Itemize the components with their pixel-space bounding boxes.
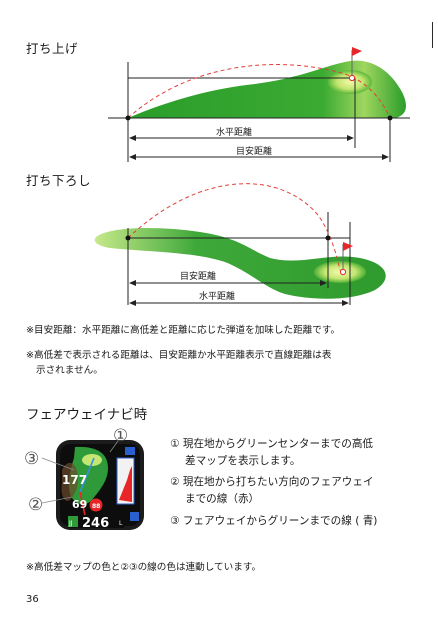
uphill-landing-point (387, 115, 393, 121)
device-blue-line (79, 457, 95, 493)
arrowhead-icon (342, 300, 349, 306)
fairway-navi-heading: フェアウェイナビ時 (26, 407, 148, 423)
marker-1: ① (113, 426, 128, 446)
uphill-guide-label: 目安距離 (236, 147, 273, 157)
caption-1-cont: 差マップを表示します。 (185, 455, 301, 467)
marker-3: ③ (24, 449, 39, 469)
note-elevation-display-cont: 示されません。 (36, 365, 103, 376)
flag-icon (343, 242, 353, 251)
uphill-trajectory (127, 64, 391, 119)
uphill-target-point (348, 74, 356, 82)
marker-leader-line (41, 496, 73, 504)
device-badge: 88 (92, 503, 100, 510)
device-badge-circle (89, 498, 103, 512)
device-elevation-frame (116, 457, 135, 505)
caption-1: ① 現在地からグリーンセンターまでの高低 (170, 438, 374, 450)
device-map-green (82, 454, 102, 466)
arrowhead-icon (320, 280, 327, 286)
caption-2: ② 現在地から打ちたい方向のフェアウェイ (170, 476, 374, 488)
footer-note: ※高低差マップの色と②③の線の色は連動しています。 (26, 562, 262, 573)
arrowhead-icon (129, 135, 136, 141)
flag-icon (352, 47, 362, 56)
downhill-landing-point (325, 235, 331, 241)
page-edge-mark (432, 22, 434, 48)
device-number-upper: 177 (62, 473, 87, 487)
downhill-diagram (94, 183, 386, 306)
device-map-rough (61, 462, 78, 501)
downhill-target-point (339, 268, 347, 276)
note-elevation-display: ※高低差で表示される距離は、目安距離か水平距離表示で直線距離は表 (26, 350, 332, 361)
downhill-guide-label: 目安距離 (180, 272, 217, 282)
device-elevation-profile (119, 466, 132, 502)
device-bottom-right-icon (130, 512, 139, 521)
caption-2-cont: までの線（赤） (185, 493, 260, 505)
device-right-mark: L (119, 520, 123, 527)
downhill-terrain (94, 227, 386, 299)
note-guide-distance: ※目安距離：水平距離に高低差と距離に応じた弾道を加味した距離です。 (26, 325, 341, 336)
uphill-diagram (108, 47, 410, 162)
device-distance-bar (68, 515, 124, 528)
device-number-middle: 69 (72, 498, 87, 511)
downhill-start-point (125, 235, 131, 241)
device-number-bottom: 246 (82, 516, 109, 531)
device-left-mark: JJ (68, 520, 73, 527)
device-illustration: 177 69 88 246 JJ L ① ③ ② (24, 426, 144, 531)
arrowhead-icon (129, 154, 136, 160)
device-right-icon (125, 447, 135, 455)
downhill-trajectory (127, 183, 341, 271)
downhill-horizontal-label: 水平距離 (199, 292, 236, 302)
arrowhead-icon (129, 280, 136, 286)
marker-leader-line (109, 440, 119, 453)
uphill-start-point (125, 115, 131, 121)
arrowhead-icon (129, 300, 136, 306)
arrowhead-icon (382, 154, 389, 160)
uphill-heading: 打ち上げ (26, 41, 79, 56)
downhill-heading: 打ち下ろし (26, 173, 92, 188)
page-number: 36 (26, 594, 39, 605)
marker-leader-line (41, 457, 75, 471)
marker-2: ② (28, 495, 43, 515)
arrowhead-icon (347, 135, 354, 141)
uphill-green (328, 70, 372, 94)
device-left-mark-bg (68, 516, 78, 527)
caption-3: ③ フェアウェイからグリーンまでの線 ( 青) (170, 515, 378, 527)
uphill-horizontal-label: 水平距離 (216, 128, 253, 138)
